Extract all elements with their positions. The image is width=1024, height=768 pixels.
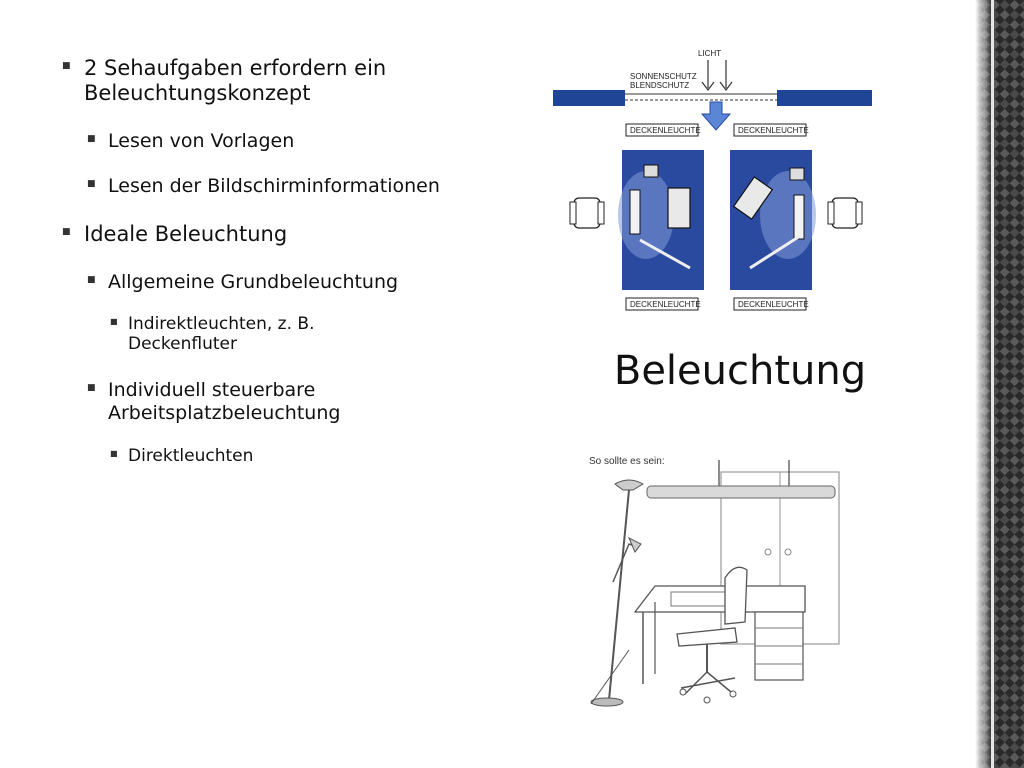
floor-lamp-pole xyxy=(608,489,630,701)
bullet-marker-icon: ■ xyxy=(87,179,96,190)
bullet-list: ■ 2 Sehaufgaben erfordern ein Beleuchtun… xyxy=(60,56,460,467)
bullet-item: ■ Individuell steuerbare Arbeitsplatzbel… xyxy=(60,379,428,425)
monitor-icon xyxy=(667,187,691,229)
ceiling-light-box xyxy=(733,297,807,311)
ceiling-light-box xyxy=(733,123,807,137)
bullet-marker-icon: ■ xyxy=(62,61,71,71)
window-band-right xyxy=(777,90,872,106)
cabinet-knob-icon xyxy=(764,548,772,556)
bullet-text: 2 Sehaufgaben erfordern ein Beleuchtungs… xyxy=(84,56,387,106)
bullet-text: Lesen der Bildschirminformationen xyxy=(108,175,440,198)
ceiling-light-label: DECKENLEUCHTE xyxy=(630,126,701,135)
ceiling-light-box xyxy=(625,123,699,137)
glareshade-label: BLENDSCHUTZ xyxy=(630,81,689,90)
floor-line xyxy=(590,649,630,705)
phone-icon xyxy=(643,164,659,178)
bullet-item: ■ Lesen von Vorlagen xyxy=(60,130,460,153)
bullet-marker-icon: ■ xyxy=(87,275,96,286)
bullet-item: ■ Indirektleuchten, z. B. Deckenfluter xyxy=(60,314,328,355)
keyboard-icon xyxy=(629,189,641,235)
workplace-illustration: So sollte es sein: xyxy=(589,456,840,707)
light-cone xyxy=(618,171,674,259)
bullet-marker-icon: ■ xyxy=(62,226,71,237)
bullet-text: Individuell steuerbare Arbeitsplatzbeleu… xyxy=(108,378,341,424)
floor-lamp-shade-icon xyxy=(614,479,644,491)
illustration-caption: So sollte es sein: xyxy=(589,456,665,467)
bullet-marker-icon: ■ xyxy=(110,449,118,459)
ceiling-light-label: DECKENLEUCHTE xyxy=(738,126,809,135)
decorative-edge xyxy=(975,0,1024,768)
cabinet-knob-icon xyxy=(784,548,792,556)
ceiling-light-label: DECKENLEUCHTE xyxy=(738,300,809,309)
bullet-item: ■ Ideale Beleuchtung xyxy=(60,222,460,247)
bullet-item: ■ Lesen der Bildschirminformationen xyxy=(60,175,460,198)
chair-icon xyxy=(827,197,863,229)
desk-lamp-icon xyxy=(749,234,801,270)
bullet-text: Ideale Beleuchtung xyxy=(84,221,288,246)
window-band-left xyxy=(553,90,625,106)
bullet-item: ■ 2 Sehaufgaben erfordern ein Beleuchtun… xyxy=(60,56,460,106)
light-direction-arrow-icon xyxy=(700,101,732,131)
slide-title: Beleuchtung xyxy=(613,348,867,394)
monitor-icon xyxy=(732,176,774,220)
sunshade-label: SONNENSCHUTZ xyxy=(630,72,697,81)
light-label: LICHT xyxy=(698,49,721,58)
light-arrow-icon xyxy=(719,60,733,91)
bullet-item: ■ Allgemeine Grundbeleuchtung xyxy=(60,271,460,294)
bullet-text: Direktleuchten xyxy=(128,446,254,467)
bullet-marker-icon: ■ xyxy=(110,316,118,326)
office-chair-icon xyxy=(676,566,748,704)
phone-icon xyxy=(789,167,805,181)
floor-lamp-base xyxy=(590,697,624,707)
bullet-text: Indirektleuchten, z. B. Deckenfluter xyxy=(128,313,315,355)
ceiling-light-box xyxy=(625,297,699,311)
desk-lamp-icon xyxy=(639,238,691,270)
light-cone xyxy=(760,171,816,259)
office-layout-diagram: LICHT SONNENSCHUTZ BLENDSCHUTZ DECKENLEU… xyxy=(553,49,872,311)
ceiling-light-label: DECKENLEUCHTE xyxy=(630,300,701,309)
reading-lamp-icon xyxy=(628,536,642,553)
bullet-marker-icon: ■ xyxy=(87,134,96,145)
keyboard-icon xyxy=(793,194,805,240)
light-arrow-icon xyxy=(701,60,715,91)
bullet-text: Allgemeine Grundbeleuchtung xyxy=(108,271,399,294)
ceiling-lamp-icon xyxy=(646,485,836,499)
chair-icon xyxy=(569,197,605,229)
bullet-marker-icon: ■ xyxy=(87,382,96,393)
bullet-item: ■ Direktleuchten xyxy=(60,446,460,466)
bullet-text: Lesen von Vorlagen xyxy=(108,130,295,153)
desk-top xyxy=(633,585,806,613)
